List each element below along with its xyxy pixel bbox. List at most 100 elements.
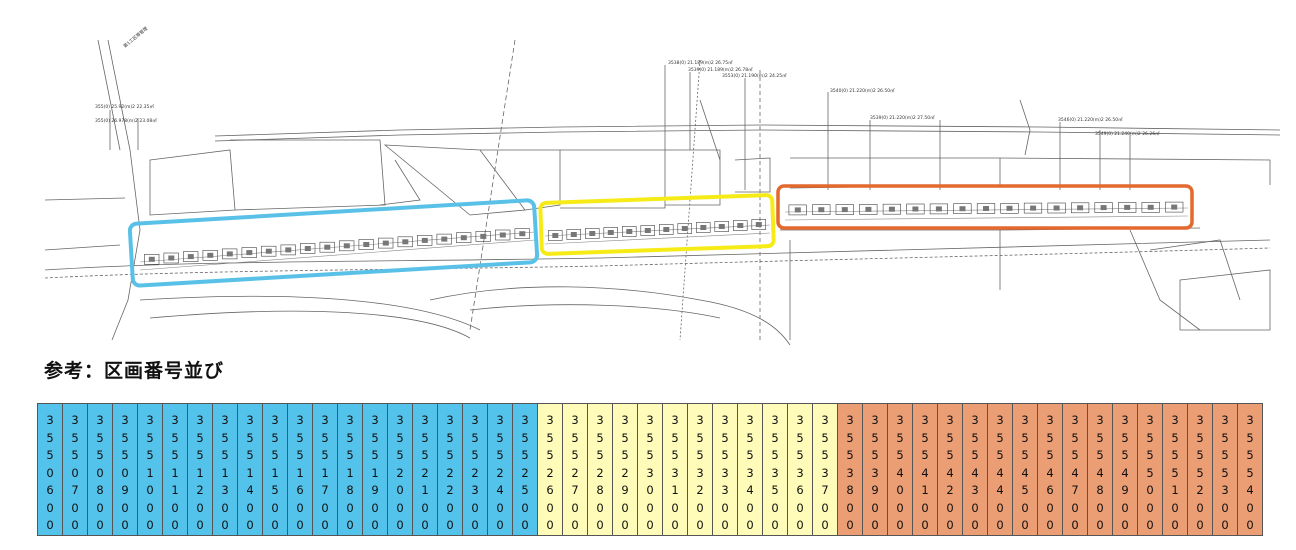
parcel-lot (261, 245, 277, 257)
parcel-lot (882, 203, 901, 215)
parcel-lot-marker (382, 240, 389, 246)
orange-group-highlight (776, 184, 1194, 230)
parcel-lot-marker (552, 233, 559, 238)
callout-label: 355(0) 26.978(m)2 23.08㎡ (95, 117, 157, 124)
parcel-lot-marker (912, 206, 919, 212)
parcel-lot-marker (663, 227, 670, 232)
parcel-lot (584, 228, 600, 239)
callout-label: 355(0) 25.92(m)2 22.35㎡ (95, 103, 154, 110)
parcel-lot (241, 247, 257, 258)
parcel-lot-marker (794, 207, 801, 213)
parcel-lot-marker (519, 231, 526, 237)
parcel-lot-marker (441, 236, 448, 242)
parcel-lot (751, 219, 766, 230)
parcel-lot-marker (888, 206, 895, 212)
parcel-lot-marker (1147, 204, 1154, 210)
parcel-lot (1071, 202, 1090, 214)
parcel-lot-marker (1006, 205, 1013, 211)
parcel-lot (495, 229, 511, 241)
parcel-lot (1165, 201, 1184, 213)
parcel-lot (929, 203, 948, 215)
blue-group-highlight (127, 198, 540, 288)
parcel-lot (953, 203, 972, 214)
parcel-lot (417, 235, 433, 246)
parcel-lot (859, 204, 878, 215)
parcel-lot (621, 226, 637, 237)
parcel-lot-marker (324, 244, 331, 250)
parcel-lot (1023, 202, 1043, 214)
parcel-lot (1047, 202, 1066, 214)
parcel-lot (732, 220, 748, 231)
parcel-lot (514, 228, 530, 239)
site-plan-map: 第1工区等管理 355(0) 25.92(m)2 22.35㎡ 355(0) 2… (44, 25, 1281, 345)
parcel-lot-marker (499, 232, 506, 238)
parcel-lot (714, 221, 729, 232)
parcel-lot-marker (1100, 205, 1107, 211)
callout-label: 3549(0) 21.240(m)2 26.26㎡ (1095, 130, 1160, 137)
parcel-lot (1000, 203, 1019, 214)
callout-label: 3540(0) 21.220(m)2 26.50㎡ (830, 87, 895, 94)
parcel-lot-marker (818, 207, 825, 213)
parcel-lot-marker (1077, 205, 1084, 211)
parcel-lot (812, 204, 831, 215)
callout-label: 第1工区等管理 (122, 25, 150, 50)
parcel-lot (640, 225, 655, 236)
parcel-lot (677, 223, 692, 234)
section-heading: 参考：区画番号並び (44, 360, 225, 382)
parcel-lot (436, 233, 452, 245)
parcel-lot (456, 232, 472, 243)
parcel-lot (788, 204, 807, 216)
parcel-lot-marker (402, 239, 409, 245)
parcel-lot-marker (983, 206, 989, 211)
parcel-lot-marker (421, 237, 428, 243)
parcel-lot (658, 224, 674, 235)
parcel-lot (976, 203, 996, 214)
